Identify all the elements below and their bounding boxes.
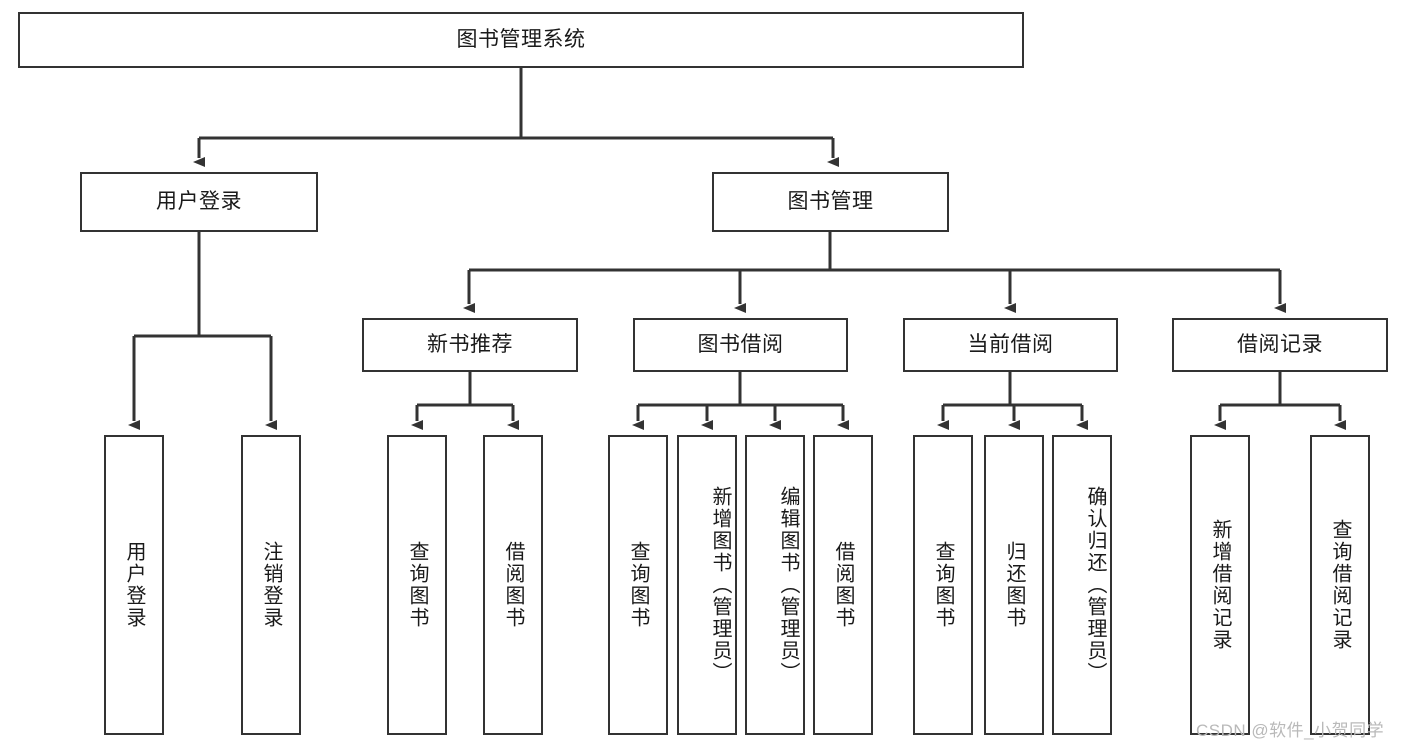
- leaf-query-book-recommend[interactable]: 查询图书: [387, 435, 447, 735]
- node-root-system[interactable]: 图书管理系统: [18, 12, 1024, 68]
- leaf-logout[interactable]: 注销登录: [241, 435, 301, 735]
- node-book-borrow[interactable]: 图书借阅: [633, 318, 848, 372]
- leaf-edit-book-admin[interactable]: 编辑图书（管理员）: [745, 435, 805, 735]
- node-borrow-record[interactable]: 借阅记录: [1172, 318, 1388, 372]
- node-user-login[interactable]: 用户登录: [80, 172, 318, 232]
- leaf-query-book-current[interactable]: 查询图书: [913, 435, 973, 735]
- node-book-management[interactable]: 图书管理: [712, 172, 949, 232]
- leaf-borrow-book-recommend[interactable]: 借阅图书: [483, 435, 543, 735]
- leaf-add-book-admin[interactable]: 新增图书（管理员）: [677, 435, 737, 735]
- node-new-book-recommend[interactable]: 新书推荐: [362, 318, 578, 372]
- leaf-query-book-borrow[interactable]: 查询图书: [608, 435, 668, 735]
- node-current-borrow[interactable]: 当前借阅: [903, 318, 1118, 372]
- leaf-add-borrow-record[interactable]: 新增借阅记录: [1190, 435, 1250, 735]
- leaf-user-login[interactable]: 用户登录: [104, 435, 164, 735]
- leaf-confirm-return-admin[interactable]: 确认归还（管理员）: [1052, 435, 1112, 735]
- csdn-watermark: CSDN @软件_小贺同学: [1196, 721, 1385, 740]
- leaf-borrow-book[interactable]: 借阅图书: [813, 435, 873, 735]
- leaf-return-book[interactable]: 归还图书: [984, 435, 1044, 735]
- leaf-query-borrow-record[interactable]: 查询借阅记录: [1310, 435, 1370, 735]
